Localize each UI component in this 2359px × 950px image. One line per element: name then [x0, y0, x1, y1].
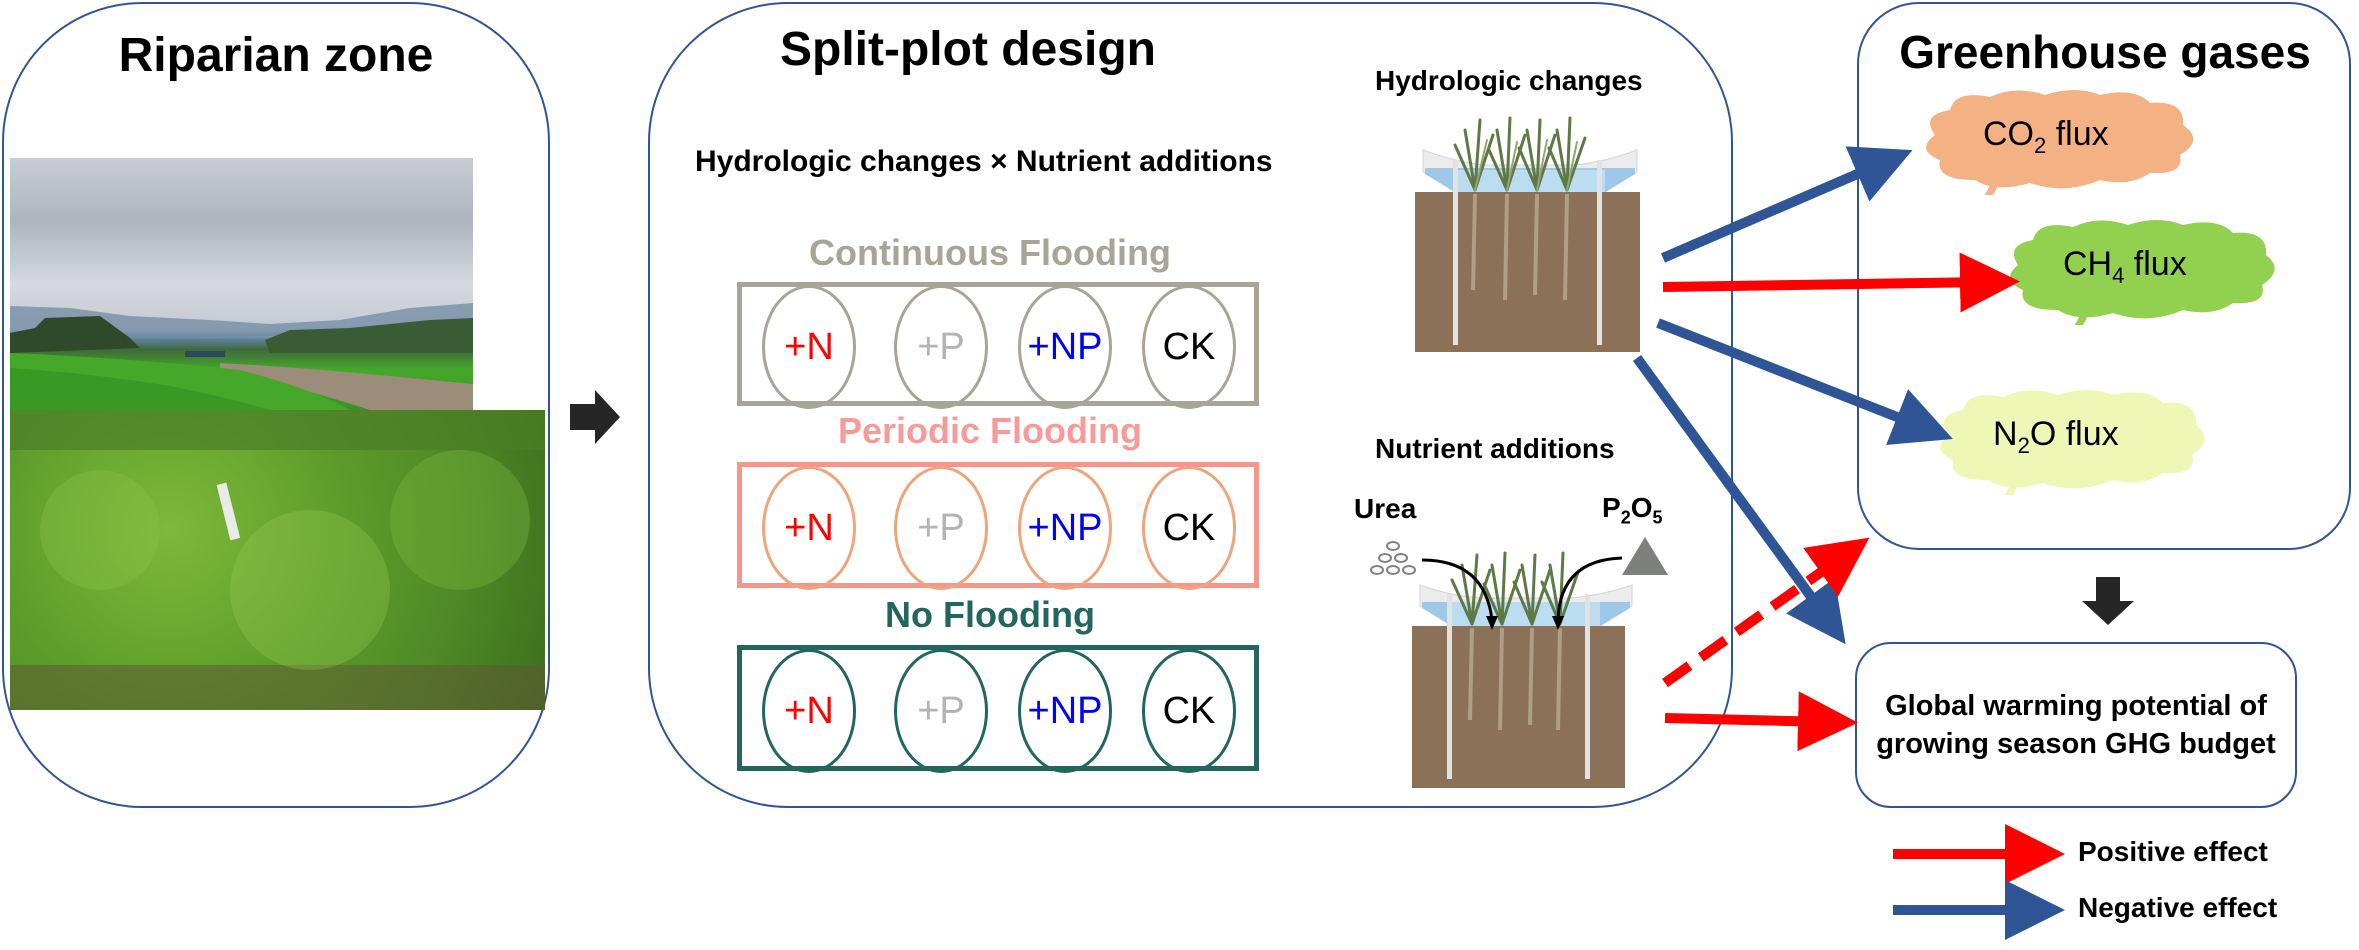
cloud-co2 — [1926, 90, 2194, 195]
treatment-np: +NP — [1018, 285, 1112, 409]
fertilizer-application-arrows — [1421, 556, 1623, 621]
treatment-np: +NP — [1018, 649, 1112, 773]
group-title-continuous: Continuous Flooding — [809, 232, 1171, 273]
flow-arrow-right — [570, 390, 620, 444]
hydrologic-changes-label: Hydrologic changes — [1375, 65, 1643, 96]
riparian-zone-panel — [2, 2, 550, 808]
group-no-flooding: +N +P +NP CK — [737, 645, 1259, 773]
treatment-ck: CK — [1142, 466, 1236, 590]
ch4-suffix: flux — [2124, 245, 2187, 283]
treatment-ck: CK — [1142, 285, 1236, 409]
n2o-base: N — [1993, 415, 2018, 453]
group-title-periodic: Periodic Flooding — [838, 410, 1142, 451]
ch4-sub: 4 — [2112, 262, 2125, 288]
split-plot-title: Split-plot design — [780, 23, 1156, 76]
treatment-n: +N — [762, 649, 856, 773]
hydrologic-mesocosm-icon — [1415, 116, 1640, 352]
urea-label: Urea — [1354, 493, 1417, 524]
treatment-n: +N — [762, 285, 856, 409]
treatment-p: +P — [894, 466, 988, 590]
greenhouse-gases-title: Greenhouse gases — [1899, 26, 2311, 78]
co2-base: CO — [1983, 115, 2034, 153]
arrow-hydro-to-gwp — [1632, 355, 1846, 645]
co2-sub: 2 — [2034, 132, 2047, 158]
cloud-n2o — [1940, 390, 2205, 495]
split-plot-subtitle: Hydrologic changes × Nutrient additions — [695, 145, 1273, 178]
co2-flux-label: CO2 flux — [1983, 115, 2109, 159]
river-landscape-drawing — [10, 303, 473, 410]
greenhouse-gases-panel — [1857, 2, 2351, 550]
arrow-hydro-to-n2o — [1656, 318, 1953, 445]
treatment-n: +N — [762, 466, 856, 590]
plant-shoots — [1453, 116, 1587, 192]
group-title-no-flooding: No Flooding — [885, 594, 1095, 635]
gwp-text-line2: growing season GHG budget — [1876, 728, 2276, 760]
nutrient-additions-label: Nutrient additions — [1375, 433, 1615, 464]
p2o5-powder-icon — [1622, 537, 1668, 575]
river-landscape-photo — [10, 158, 473, 410]
n2o-sub: 2 — [2017, 432, 2030, 458]
ch4-flux-label: CH4 flux — [2063, 245, 2187, 289]
vegetation-plot-drawing — [10, 410, 545, 710]
n2o-suffix: O flux — [2029, 415, 2119, 453]
n2o-flux-label: N2O flux — [1993, 415, 2119, 459]
arrow-hydro-to-ch4 — [1662, 252, 2020, 313]
treatment-ck: CK — [1142, 649, 1236, 773]
p2o5-sub1: 2 — [1620, 507, 1631, 528]
arrow-nutrient-to-gwp — [1664, 691, 1858, 752]
arrow-nutrient-to-ghg-dashed — [1662, 537, 1870, 688]
p2o5-sub2: 5 — [1652, 507, 1663, 528]
treatment-np: +NP — [1018, 466, 1112, 590]
arrow-hydro-to-co2 — [1661, 146, 1913, 263]
treatment-p: +P — [894, 649, 988, 773]
cloud-ch4 — [2010, 220, 2275, 325]
p2o5-base2: O — [1630, 492, 1653, 523]
group-periodic-flooding: +N +P +NP CK — [737, 462, 1259, 590]
p2o5-label: P2O5 — [1602, 492, 1663, 529]
treatment-p: +P — [894, 285, 988, 409]
legend-positive-label: Positive effect — [2078, 836, 2268, 867]
ch4-base: CH — [2063, 245, 2113, 283]
gwp-text-line1: Global warming potential of — [1885, 690, 2267, 722]
legend-negative-label: Negative effect — [2078, 892, 2278, 923]
vegetation-plot-photo — [10, 410, 545, 710]
group-continuous-flooding: +N +P +NP CK — [737, 282, 1259, 409]
riparian-zone-title: Riparian zone — [118, 29, 434, 82]
urea-granules-icon — [1370, 541, 1416, 575]
p2o5-base1: P — [1602, 492, 1621, 523]
split-plot-panel — [648, 2, 1733, 808]
nutrient-mesocosm-icon — [1412, 551, 1633, 788]
plant-roots — [1471, 193, 1569, 301]
flow-arrow-down — [2082, 577, 2134, 625]
co2-suffix: flux — [2046, 115, 2109, 153]
